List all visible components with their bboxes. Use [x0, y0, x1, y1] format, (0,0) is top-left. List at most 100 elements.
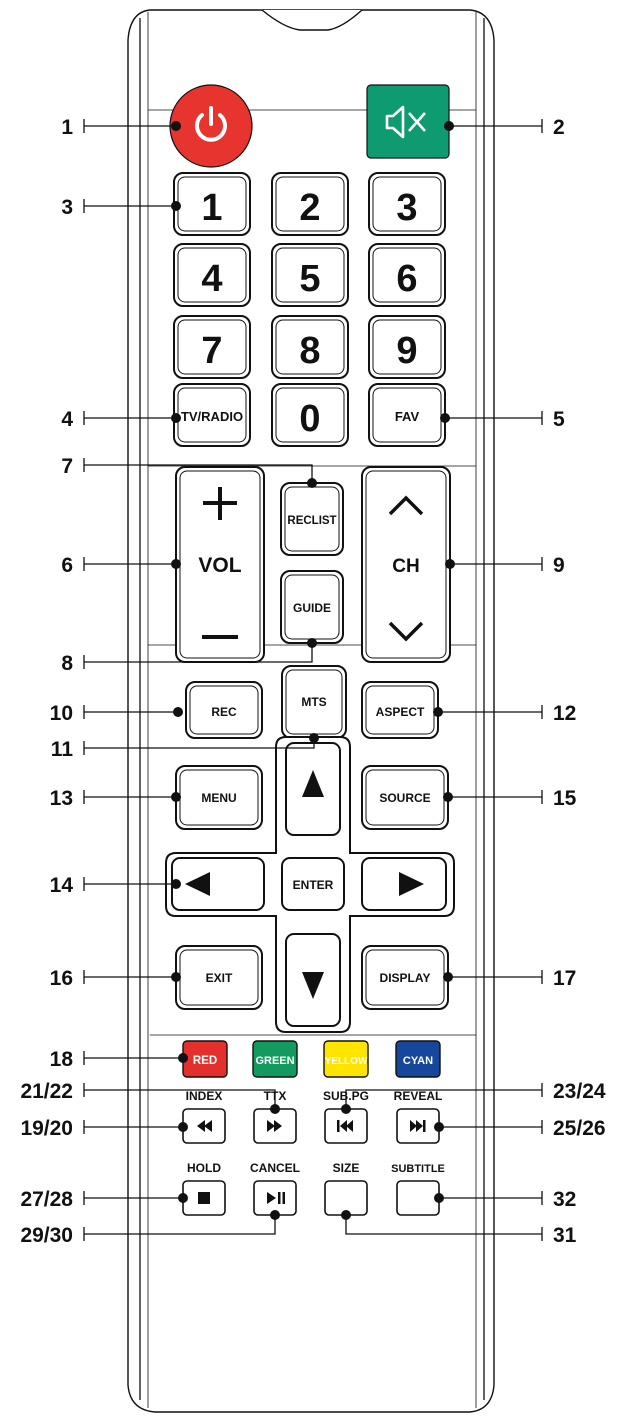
green-label: GREEN [255, 1055, 294, 1067]
subtitle-button[interactable] [396, 1180, 440, 1216]
display-label: DISPLAY [380, 971, 431, 985]
mute-button[interactable] [366, 84, 450, 159]
digit-button-1[interactable]: 1 [173, 172, 251, 236]
rewind-button[interactable] [182, 1108, 226, 1144]
callout-5: 5 [553, 408, 565, 431]
red-button[interactable]: RED [182, 1040, 228, 1078]
power-button[interactable] [169, 84, 253, 168]
digit-button-3[interactable]: 3 [368, 172, 446, 236]
cyan-label: CYAN [403, 1055, 433, 1067]
digit-label: 7 [201, 330, 222, 372]
callout-12: 12 [553, 702, 576, 725]
yellow-button[interactable]: YELLOW [323, 1040, 369, 1078]
index-label: INDEX [186, 1089, 223, 1103]
digit-label: 3 [396, 187, 417, 229]
enter-button[interactable]: ENTER [281, 857, 345, 911]
red-label: RED [193, 1055, 217, 1067]
digit-label: 9 [396, 330, 417, 372]
callout-numbers: 1 3 4 7 6 8 10 11 13 14 16 18 21/22 19/2… [20, 116, 605, 1247]
callout-31: 31 [553, 1224, 577, 1247]
digit-button-2[interactable]: 2 [271, 172, 349, 236]
ch-label: CH [392, 556, 419, 577]
tv-radio-button[interactable]: TV/RADIO [173, 383, 251, 447]
chevron-up-icon [388, 495, 424, 516]
guide-button[interactable]: GUIDE [280, 570, 344, 644]
nav-down-button[interactable] [285, 933, 341, 1027]
callout-23-24: 23/24 [553, 1080, 606, 1103]
aspect-button[interactable]: ASPECT [361, 681, 439, 739]
callout-6: 6 [61, 554, 73, 577]
rec-label: REC [211, 705, 237, 719]
callout-7: 7 [61, 455, 73, 478]
stop-icon [198, 1192, 210, 1204]
source-label: SOURCE [379, 791, 430, 805]
green-button[interactable]: GREEN [252, 1040, 298, 1078]
size-button[interactable] [324, 1180, 368, 1216]
exit-button[interactable]: EXIT [175, 945, 263, 1010]
enter-label: ENTER [293, 878, 334, 892]
rec-button[interactable]: REC [185, 681, 263, 739]
digit-button-0[interactable]: 0 [271, 383, 349, 447]
digit-label: 5 [299, 258, 320, 300]
chevron-down-icon [388, 621, 424, 642]
digit-button-6[interactable]: 6 [368, 243, 446, 307]
mts-button[interactable]: MTS [281, 665, 347, 739]
nav-left-button[interactable] [171, 857, 265, 911]
plus-icon [203, 487, 237, 520]
callout-4: 4 [61, 408, 73, 431]
nav-up-button[interactable] [285, 742, 341, 836]
fav-label: FAV [395, 409, 420, 424]
reveal-label: REVEAL [394, 1089, 443, 1103]
callout-18: 18 [50, 1048, 74, 1071]
menu-button[interactable]: MENU [175, 765, 263, 830]
cancel-label: CANCEL [250, 1161, 300, 1175]
fav-button[interactable]: FAV [368, 383, 446, 447]
reclist-button[interactable]: RECLIST [280, 482, 344, 556]
callout-19-20: 19/20 [20, 1117, 73, 1140]
guide-label: GUIDE [293, 601, 331, 615]
fast-forward-button[interactable] [253, 1108, 297, 1144]
play-pause-button[interactable] [253, 1180, 297, 1216]
callout-27-28: 27/28 [20, 1188, 73, 1211]
callout-3: 3 [61, 196, 73, 219]
fast-forward-icon [267, 1120, 282, 1132]
volume-rocker[interactable]: VOL [175, 466, 265, 663]
callout-32: 32 [553, 1188, 576, 1211]
triangle-right-icon [399, 872, 424, 896]
display-button[interactable]: DISPLAY [361, 945, 449, 1010]
callout-16: 16 [50, 967, 73, 990]
digit-label: 0 [299, 398, 320, 440]
callout-10: 10 [50, 702, 73, 725]
digit-button-8[interactable]: 8 [271, 315, 349, 379]
digit-button-7[interactable]: 7 [173, 315, 251, 379]
mts-label: MTS [301, 695, 326, 709]
skip-next-button[interactable] [396, 1108, 440, 1144]
power-icon [195, 106, 227, 142]
subtitle-label: SUBTITLE [391, 1163, 445, 1175]
callout-8: 8 [61, 652, 73, 675]
stop-button[interactable] [182, 1180, 226, 1216]
rewind-icon [197, 1120, 212, 1132]
digit-button-4[interactable]: 4 [173, 243, 251, 307]
digit-button-9[interactable]: 9 [368, 315, 446, 379]
source-button[interactable]: SOURCE [361, 765, 449, 830]
callout-14: 14 [50, 874, 74, 897]
digit-button-5[interactable]: 5 [271, 243, 349, 307]
skip-previous-icon [337, 1120, 353, 1132]
skip-next-icon [410, 1120, 426, 1132]
cyan-button[interactable]: CYAN [395, 1040, 441, 1078]
triangle-left-icon [185, 872, 210, 896]
digit-label: 4 [201, 258, 222, 300]
triangle-down-icon [302, 972, 324, 999]
callout-9: 9 [553, 554, 565, 577]
nav-right-button[interactable] [361, 857, 447, 911]
vol-label: VOL [198, 554, 241, 577]
callout-13: 13 [50, 787, 73, 810]
skip-previous-button[interactable] [324, 1108, 368, 1144]
channel-rocker[interactable]: CH [361, 466, 451, 663]
play-pause-icon [267, 1192, 285, 1204]
callout-25-26: 25/26 [553, 1117, 606, 1140]
callout-2: 2 [553, 116, 565, 139]
